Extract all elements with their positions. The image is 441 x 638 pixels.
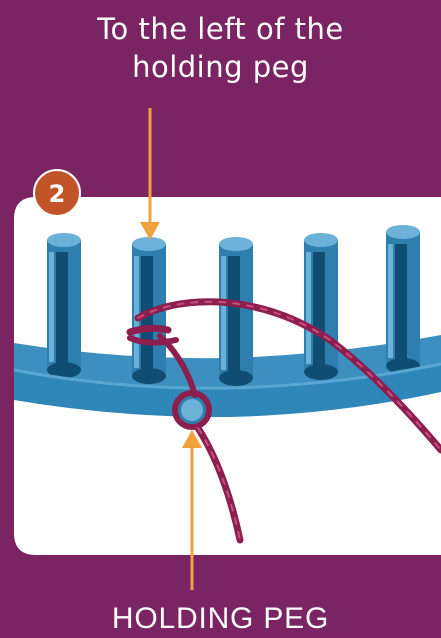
yarn-strand [126,298,441,544]
holding-peg [172,390,212,430]
arrow-up-icon [182,430,202,590]
top-label-line-2: holding peg [132,50,309,84]
peg-3 [219,237,253,386]
arrow-down-icon [140,108,160,240]
peg-5 [386,225,420,374]
peg-1 [47,233,81,378]
top-label-line-1: To the left of the [97,12,344,46]
loom-band-front [14,364,441,418]
step-badge: 2 [33,169,81,217]
step-number: 2 [49,180,66,208]
holding-peg-label: HOLDING PEG [111,602,330,635]
peg-4 [304,233,338,380]
